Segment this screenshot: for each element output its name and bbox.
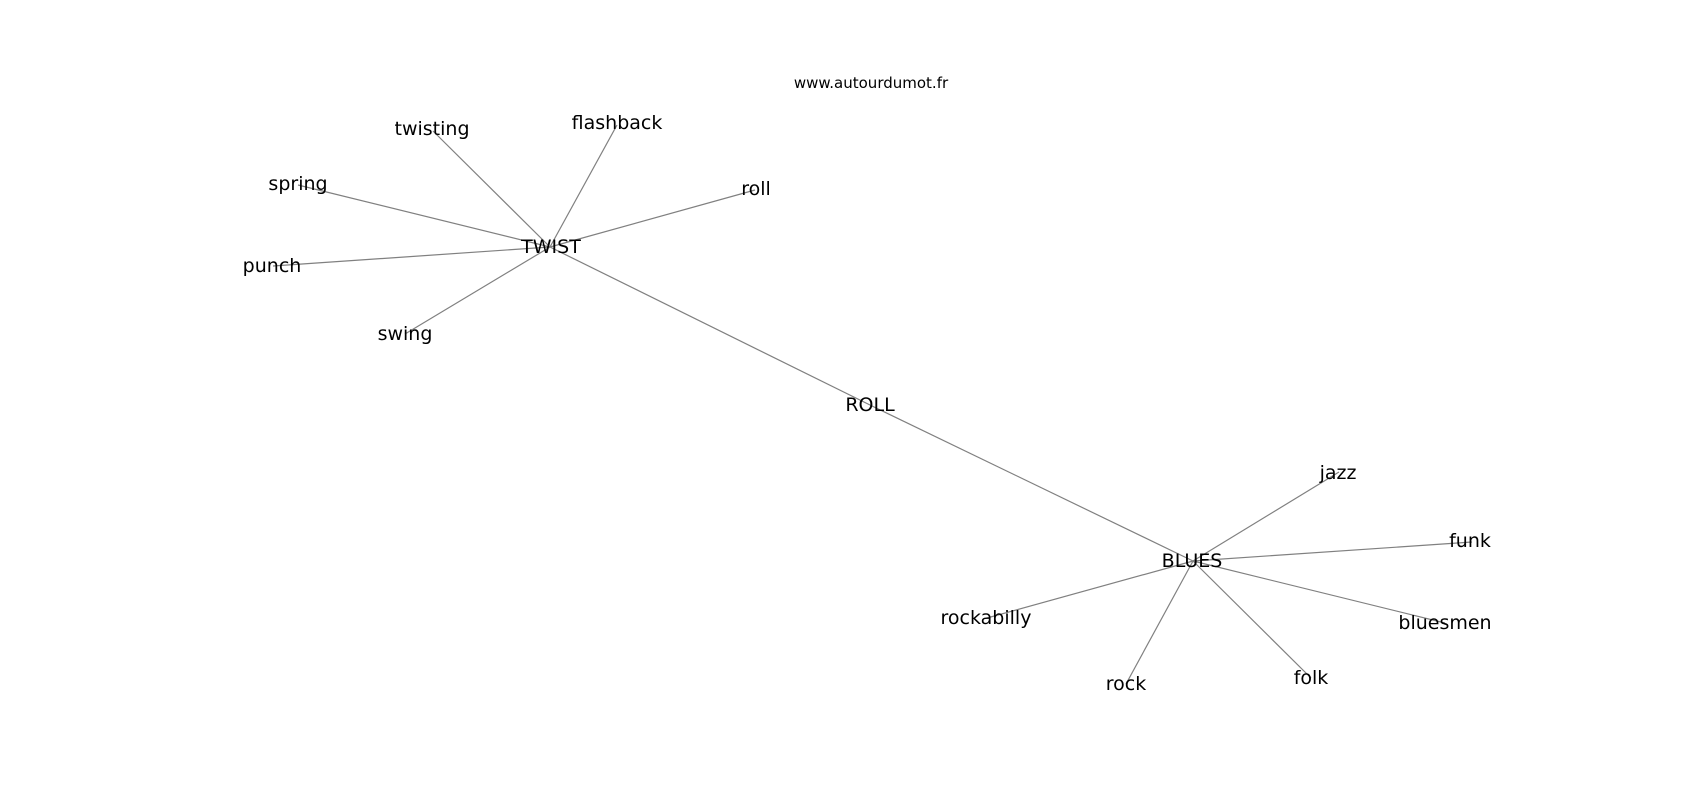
edge-twist-twisting bbox=[432, 130, 551, 248]
node-hub-blues: BLUES bbox=[1162, 550, 1223, 572]
credit-text: www.autourdumot.fr bbox=[794, 74, 949, 92]
edge-blues-folk bbox=[1192, 560, 1312, 679]
edge-twist-punch bbox=[272, 246, 551, 267]
node-funk: funk bbox=[1449, 530, 1491, 552]
node-rockabilly: rockabilly bbox=[941, 607, 1032, 629]
node-roll: roll bbox=[741, 178, 771, 200]
edge-twist-roll bbox=[549, 189, 756, 248]
node-swing: swing bbox=[378, 323, 433, 345]
edge-blues-funk bbox=[1192, 541, 1473, 562]
edges bbox=[272, 124, 1473, 685]
edge-blues-jazz bbox=[1192, 471, 1340, 562]
edge-blues-rockabilly bbox=[986, 560, 1194, 619]
node-jazz: jazz bbox=[1319, 462, 1357, 484]
edge-blues-bluesmen bbox=[1192, 560, 1446, 624]
node-labels: ROLL TWIST twisting flashback roll sprin… bbox=[243, 112, 1492, 695]
node-twisting: twisting bbox=[395, 118, 470, 140]
edge-twist-swing bbox=[404, 246, 551, 335]
edge-roll-blues bbox=[869, 404, 1194, 562]
edge-blues-rock bbox=[1125, 560, 1194, 685]
edge-twist-spring bbox=[297, 184, 551, 248]
node-punch: punch bbox=[243, 255, 302, 277]
node-folk: folk bbox=[1294, 667, 1329, 689]
node-hub-twist: TWIST bbox=[520, 236, 581, 258]
node-rock: rock bbox=[1106, 673, 1146, 695]
node-spring: spring bbox=[268, 173, 327, 195]
node-bluesmen: bluesmen bbox=[1398, 612, 1491, 634]
edge-roll-twist bbox=[549, 246, 871, 406]
node-center-roll: ROLL bbox=[845, 394, 895, 416]
node-flashback: flashback bbox=[572, 112, 663, 134]
edge-twist-flashback bbox=[549, 124, 618, 248]
